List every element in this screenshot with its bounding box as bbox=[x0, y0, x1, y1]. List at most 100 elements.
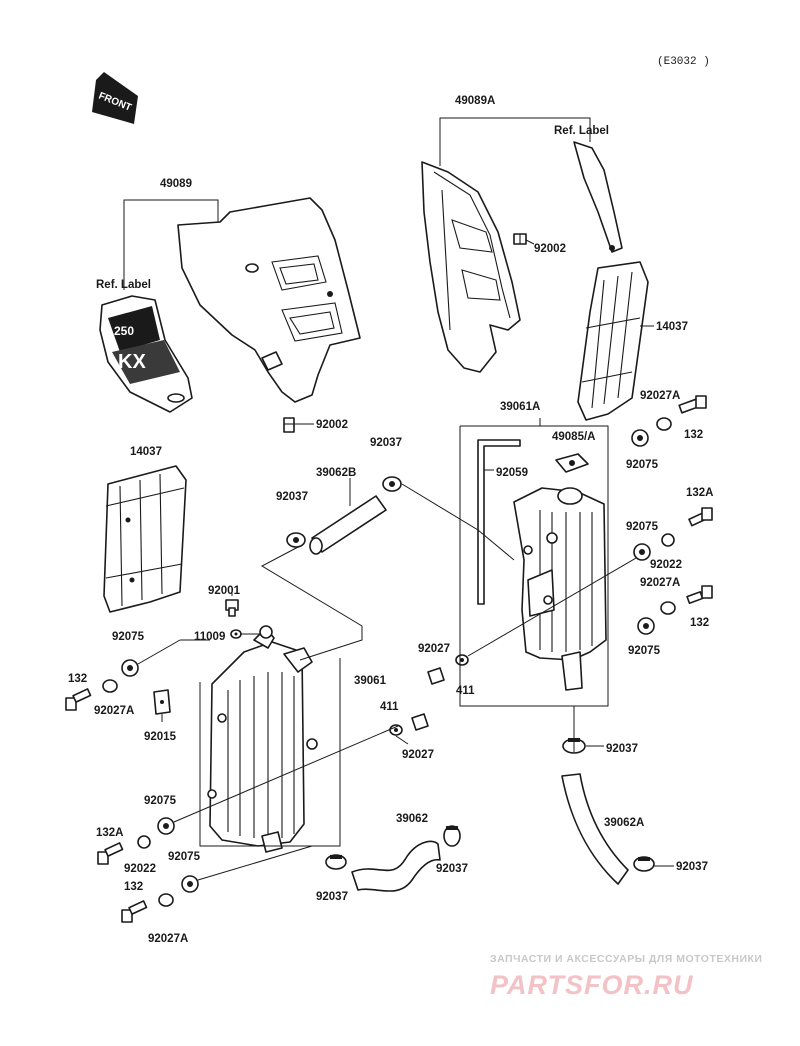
clamp-92037-b3[interactable] bbox=[633, 856, 655, 872]
label-92022-l: 92022 bbox=[124, 863, 156, 875]
label-92015: 92015 bbox=[144, 731, 177, 743]
nut-92027-c[interactable] bbox=[411, 713, 429, 731]
label-92002-left: 92002 bbox=[316, 419, 348, 431]
label-39062: 39062 bbox=[396, 813, 428, 825]
label-132A-r: 132A bbox=[686, 487, 714, 499]
bracket-92015[interactable] bbox=[153, 689, 171, 715]
label-39062A: 39062A bbox=[604, 817, 644, 829]
collar-92027A-r1[interactable] bbox=[656, 417, 672, 431]
label-92027-c: 92027 bbox=[402, 749, 434, 761]
bolt-132A-r[interactable] bbox=[688, 507, 713, 527]
nut-92027-mid[interactable] bbox=[427, 667, 445, 685]
label-14037-left: 14037 bbox=[130, 446, 162, 458]
clamp-92037-b2[interactable] bbox=[443, 825, 461, 847]
collar-92027A-l2[interactable] bbox=[158, 893, 174, 907]
nut-92022-l[interactable] bbox=[137, 835, 151, 849]
grommet-92075-l3[interactable] bbox=[181, 875, 199, 893]
label-92059: 92059 bbox=[496, 467, 528, 479]
label-132-r1: 132 bbox=[684, 429, 703, 441]
right-radiator[interactable] bbox=[513, 487, 607, 691]
washer-11009[interactable] bbox=[230, 629, 242, 639]
diagram-code: (E3032 ) bbox=[657, 56, 710, 68]
label-11009: 11009 bbox=[194, 631, 225, 643]
label-132-l1: 132 bbox=[68, 673, 87, 685]
label-39061: 39061 bbox=[354, 675, 387, 687]
label-92037-b1: 92037 bbox=[316, 891, 348, 903]
watermark-line1: ЗАПЧАСТИ И АКСЕССУАРЫ ДЛЯ МОТОТЕХНИКИ bbox=[490, 953, 762, 965]
clamp-92037-hose-top[interactable] bbox=[382, 476, 402, 492]
bolt-132-r1[interactable] bbox=[678, 395, 707, 414]
label-92075-l1: 92075 bbox=[112, 631, 145, 643]
label-92027-mid: 92027 bbox=[418, 643, 450, 655]
label-411-mid: 411 bbox=[456, 685, 475, 697]
label-92027A-r2: 92027A bbox=[640, 577, 680, 589]
label-92037-hose-left: 92037 bbox=[276, 491, 308, 503]
clamp-92037-b1[interactable] bbox=[325, 854, 347, 870]
label-49089: 49089 bbox=[160, 178, 192, 190]
decal-size-text: 250 bbox=[114, 324, 134, 338]
grommet-92075-r2[interactable] bbox=[633, 543, 651, 561]
label-92075-l2: 92075 bbox=[144, 795, 177, 807]
label-ref-left: Ref. Label bbox=[96, 279, 151, 291]
part-labels: 49089 49089A Ref. Label Ref. Label 92002… bbox=[68, 95, 714, 945]
nut-92022-r[interactable] bbox=[661, 533, 675, 547]
label-92075-r1: 92075 bbox=[626, 459, 659, 471]
label-92075-r3: 92075 bbox=[628, 645, 661, 657]
front-arrow-icon: FRONT bbox=[92, 72, 138, 124]
label-39061A: 39061A bbox=[500, 401, 540, 413]
label-132-r2: 132 bbox=[690, 617, 709, 629]
label-92037-b3: 92037 bbox=[676, 861, 708, 873]
label-92027A-l1: 92027A bbox=[94, 705, 134, 717]
label-92001: 92001 bbox=[208, 585, 241, 597]
decal-model-text: KX bbox=[118, 351, 146, 373]
left-radiator-louver[interactable] bbox=[103, 465, 187, 613]
label-132-l2: 132 bbox=[124, 881, 143, 893]
clamp-92037-hose-left[interactable] bbox=[286, 532, 306, 548]
watermark: ЗАПЧАСТИ И АКСЕССУАРЫ ДЛЯ МОТОТЕХНИКИ PA… bbox=[490, 953, 762, 1000]
bolt-132A-l[interactable] bbox=[97, 842, 124, 865]
bolt-132-l2[interactable] bbox=[121, 900, 148, 923]
grommet-92075-r3[interactable] bbox=[637, 617, 655, 635]
label-411-c: 411 bbox=[380, 701, 399, 713]
left-shroud-decal: 250 KX bbox=[99, 295, 193, 413]
collar-92027A-l1[interactable] bbox=[102, 679, 118, 693]
bolt-132-r2[interactable] bbox=[686, 585, 713, 605]
radiator-cap-49085A[interactable] bbox=[555, 453, 589, 473]
screw-92001[interactable] bbox=[225, 599, 239, 617]
label-92037-b2: 92037 bbox=[436, 863, 468, 875]
right-radiator-louver[interactable] bbox=[577, 261, 649, 421]
label-92027A-l2: 92027A bbox=[148, 933, 188, 945]
label-92037-right: 92037 bbox=[606, 743, 638, 755]
watermark-line2: PARTSFOR.RU bbox=[490, 970, 694, 1000]
overflow-tube-92059[interactable] bbox=[477, 439, 521, 605]
washer-411-c[interactable] bbox=[389, 724, 403, 736]
label-ref-right: Ref. Label bbox=[554, 125, 609, 137]
label-49089A: 49089A bbox=[455, 95, 495, 107]
hose-39062[interactable] bbox=[351, 840, 441, 892]
bolt-92002-top[interactable] bbox=[513, 233, 527, 245]
left-radiator-shroud[interactable] bbox=[177, 197, 361, 403]
right-shroud-decal bbox=[573, 141, 623, 253]
label-49085A: 49085/A bbox=[552, 431, 595, 443]
label-92037-hose-top: 92037 bbox=[370, 437, 402, 449]
bolt-92002-left[interactable] bbox=[283, 417, 295, 433]
hose-39062A[interactable] bbox=[561, 773, 629, 885]
collar-92027A-r2[interactable] bbox=[660, 601, 676, 615]
label-39062B: 39062B bbox=[316, 467, 356, 479]
label-92075-l3: 92075 bbox=[168, 851, 201, 863]
leader-lines bbox=[123, 117, 674, 881]
label-92002-top: 92002 bbox=[534, 243, 566, 255]
grommet-92075-r1[interactable] bbox=[631, 429, 649, 447]
label-92022-r: 92022 bbox=[650, 559, 682, 571]
left-radiator[interactable] bbox=[207, 625, 318, 853]
grommet-92075-l1[interactable] bbox=[121, 659, 139, 677]
label-14037-right: 14037 bbox=[656, 321, 688, 333]
label-92075-r2: 92075 bbox=[626, 521, 659, 533]
right-radiator-shroud[interactable] bbox=[421, 161, 521, 373]
label-132A-l: 132A bbox=[96, 827, 124, 839]
bolt-132-l1[interactable] bbox=[65, 688, 92, 711]
hose-39062B[interactable] bbox=[309, 495, 387, 555]
washer-411-mid[interactable] bbox=[455, 654, 469, 666]
grommet-92075-l2[interactable] bbox=[157, 817, 175, 835]
